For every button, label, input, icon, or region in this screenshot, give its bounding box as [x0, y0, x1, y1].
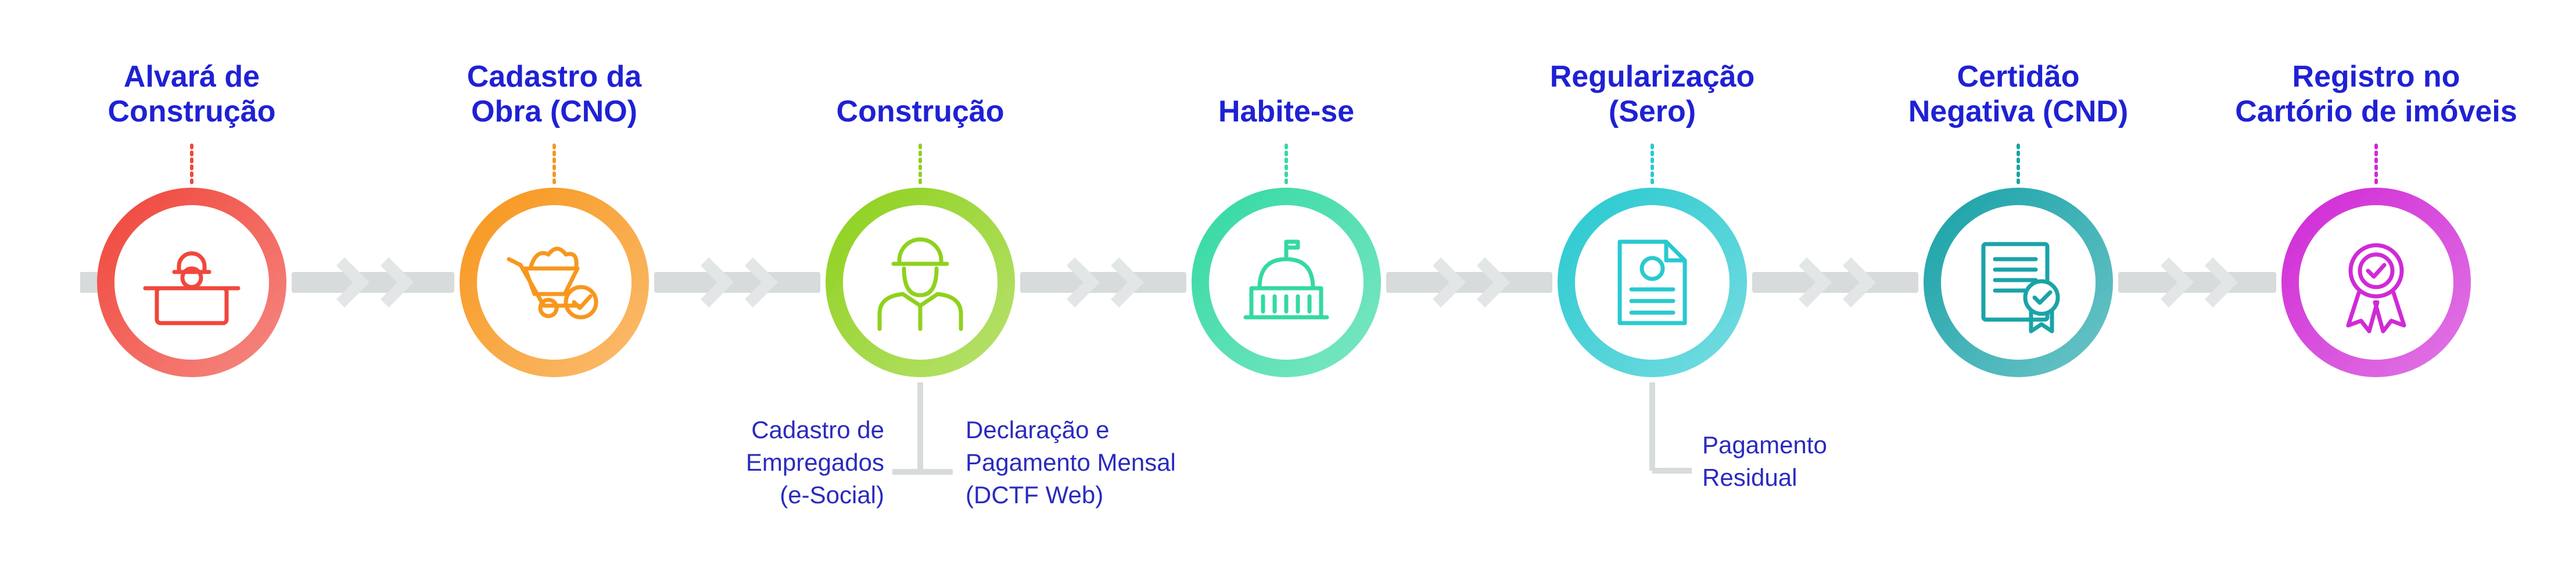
wheelbarrow-icon	[507, 246, 598, 320]
wall-box	[155, 286, 229, 325]
step-title-line1: Certidão	[1957, 60, 2080, 94]
step-node	[460, 188, 649, 377]
substep-declaracao: Declaração e Pagamento Mensal (DCTF Web)	[966, 414, 1268, 511]
connector-bar	[654, 272, 820, 293]
coin-circle	[1639, 256, 1665, 281]
substep-line: Pagamento	[1702, 431, 1827, 458]
ribbon-left	[2346, 291, 2380, 334]
chevron-arrow-icon	[2204, 257, 2238, 308]
wheel-shape	[538, 298, 559, 318]
step-node	[1558, 188, 1747, 377]
step-title-line1: Cadastro da	[467, 60, 642, 94]
capitol-building-icon	[1243, 239, 1329, 320]
step-title-cadastro-obra: Cadastro da Obra (CNO)	[392, 59, 717, 129]
step-node	[2281, 188, 2471, 377]
step-title-line2: Construção	[836, 95, 1004, 128]
step-ring	[2281, 188, 2471, 377]
step-title-line1: Regularização	[1549, 60, 1755, 94]
step-title-alvara: Alvará de Construção	[29, 59, 354, 129]
ribbon-right	[2373, 291, 2406, 334]
check-mark	[2032, 290, 2053, 305]
chevron-arrow-icon	[1432, 257, 1466, 308]
chevron-arrow-icon	[380, 257, 414, 308]
chevron-arrow-icon	[744, 257, 778, 308]
rosette-outer	[2348, 243, 2404, 299]
chevron-arrow-icon	[700, 257, 734, 308]
step-title-line1: Registro no	[2292, 60, 2460, 94]
pile-shape	[529, 246, 579, 268]
page-fold	[1664, 239, 1687, 263]
step-ring	[826, 188, 1015, 377]
connector-bar	[292, 272, 454, 293]
step-title-line2: Construção	[107, 95, 276, 128]
step-ring	[97, 188, 286, 377]
rosette-inner	[2358, 252, 2395, 289]
seal-circle	[2023, 279, 2060, 316]
chevron-arrow-icon	[1842, 257, 1877, 308]
step-title-line2: Negativa (CND)	[1908, 95, 2129, 128]
step-node	[1924, 188, 2113, 377]
face-shape	[902, 266, 939, 298]
substep-line: (DCTF Web)	[966, 481, 1104, 508]
connector-bar	[1752, 272, 1918, 293]
step-title-construcao: Construção	[758, 94, 1083, 129]
step-node	[826, 188, 1015, 377]
award-rosette-icon	[2346, 243, 2406, 334]
building-base	[1243, 286, 1329, 320]
check-mark	[572, 294, 593, 310]
check-mark	[2366, 263, 2387, 279]
substep-residual: Pagamento Residual	[1702, 429, 1911, 494]
substep-line: Cadastro de	[751, 416, 884, 443]
step-title-line2: Cartório de imóveis	[2235, 95, 2517, 128]
chevron-arrow-icon	[1110, 257, 1145, 308]
step-title-regularizacao: Regularização (Sero)	[1490, 59, 1815, 129]
construction-worker-icon	[877, 237, 963, 331]
step-title-habite-se: Habite-se	[1124, 94, 1449, 129]
chevron-arrow-icon	[336, 257, 370, 308]
step-title-line2: (Sero)	[1608, 95, 1696, 128]
chevron-arrow-icon	[1066, 257, 1100, 308]
substep-line: Residual	[1702, 464, 1798, 491]
connector-bar	[2118, 272, 2276, 293]
barrow-bin	[523, 266, 580, 296]
worker-wall-icon	[143, 251, 241, 325]
badge-circle	[564, 285, 598, 320]
step-title-certidao: Certidão Negativa (CND)	[1856, 59, 2181, 129]
step-ring	[1192, 188, 1381, 377]
invoice-document-icon	[1617, 239, 1687, 325]
step-ring	[460, 188, 649, 377]
connector-bar	[80, 272, 98, 293]
chevron-arrow-icon	[1476, 257, 1511, 308]
document-shape	[1617, 239, 1687, 325]
step-title-line2: Obra (CNO)	[471, 95, 637, 128]
substep-line: Declaração e	[966, 416, 1110, 443]
hardhat-shape	[897, 237, 943, 266]
certificate-icon	[1981, 242, 2060, 334]
flag-shape	[1284, 239, 1300, 261]
step-title-line2: Habite-se	[1218, 95, 1355, 128]
ribbon-tails	[2029, 309, 2054, 334]
step-ring	[1924, 188, 2113, 377]
connector-bar	[1386, 272, 1552, 293]
substep-line: Empregados	[745, 449, 884, 476]
hardhat-shape	[177, 251, 207, 274]
step-node	[97, 188, 286, 377]
step-title-line1: Alvará de	[123, 60, 260, 94]
connector-bar	[1020, 272, 1186, 293]
step-title-registro: Registro no Cartório de imóveis	[2213, 59, 2539, 129]
substep-line: Pagamento Mensal	[966, 449, 1176, 476]
step-node	[1192, 188, 1381, 377]
chevron-arrow-icon	[2160, 257, 2194, 308]
substep-empregados: Cadastro de Empregados (e-Social)	[645, 414, 884, 511]
step-ring	[1558, 188, 1747, 377]
substep-line: (e-Social)	[780, 481, 884, 508]
chevron-arrow-icon	[1798, 257, 1832, 308]
